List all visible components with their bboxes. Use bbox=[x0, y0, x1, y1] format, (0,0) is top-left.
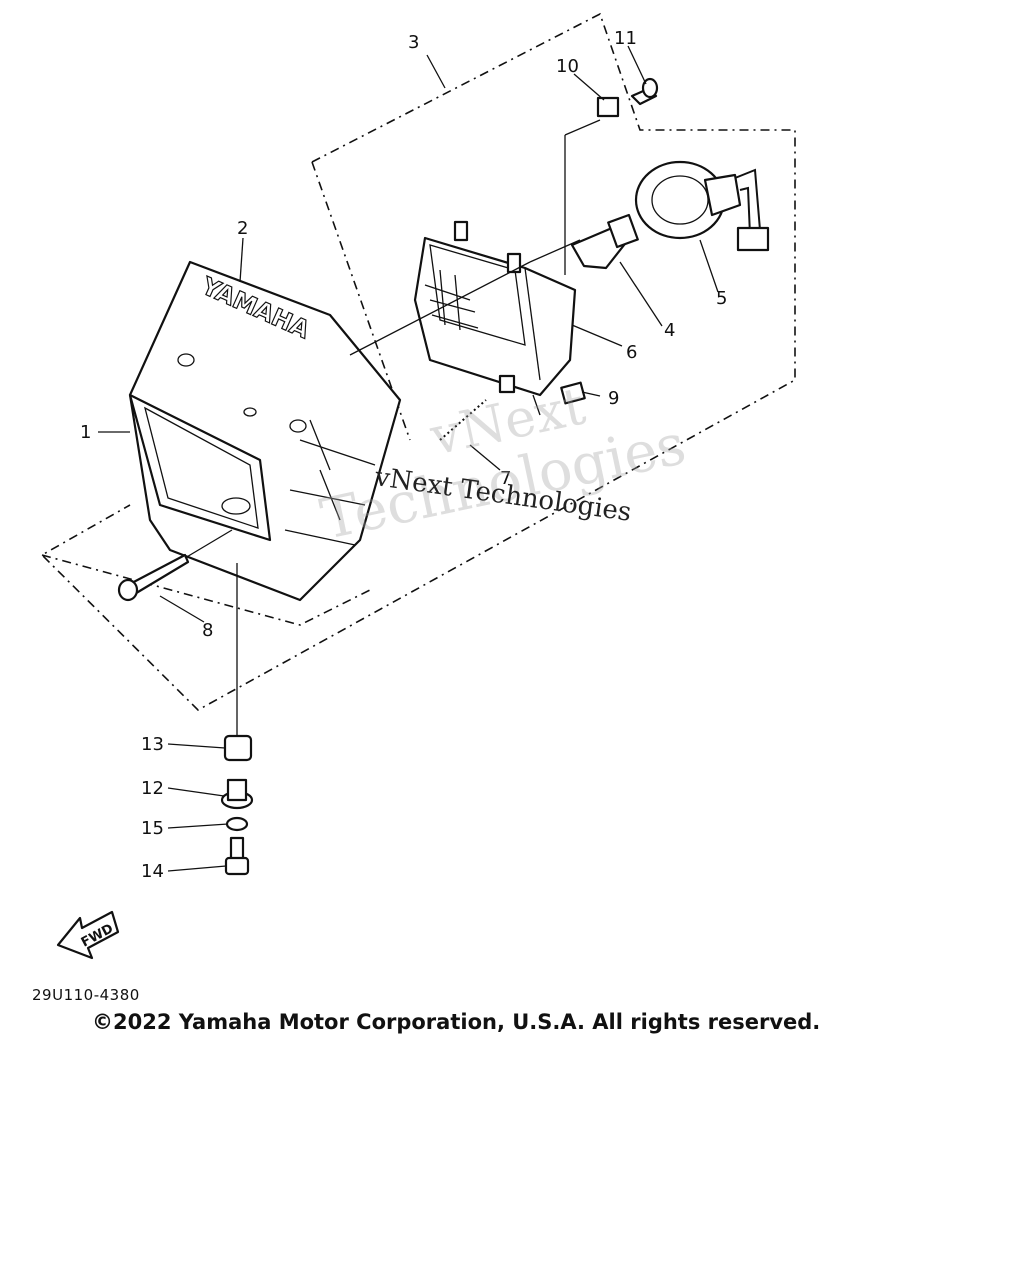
headlight-unit bbox=[413, 220, 577, 397]
callout-7: 7 bbox=[500, 468, 511, 489]
bolt-part-14 bbox=[224, 836, 250, 876]
callout-3: 3 bbox=[408, 32, 419, 53]
callout-5: 5 bbox=[716, 288, 727, 309]
callout-11: 11 bbox=[614, 28, 637, 49]
callout-1: 1 bbox=[80, 422, 91, 443]
washer-part-15 bbox=[225, 816, 249, 832]
screw-part-11 bbox=[630, 77, 659, 106]
grommet-part-13 bbox=[223, 734, 253, 762]
adjuster-spring bbox=[439, 399, 487, 441]
bulb-socket bbox=[634, 160, 770, 252]
headlight-cowl bbox=[128, 260, 402, 602]
clip-part-10 bbox=[596, 96, 620, 118]
callout-14: 14 bbox=[141, 861, 164, 882]
bulb bbox=[570, 213, 639, 270]
assembly-outline-lower bbox=[41, 554, 371, 626]
copyright-notice: ©2022 Yamaha Motor Corporation, U.S.A. A… bbox=[92, 1010, 821, 1034]
callout-12: 12 bbox=[141, 778, 164, 799]
callout-labels: 3 2 1 4 5 6 7 8 9 10 11 13 12 15 14 bbox=[80, 28, 727, 882]
assembly-lines bbox=[184, 119, 601, 736]
clip-part-9 bbox=[560, 381, 586, 405]
callout-10: 10 bbox=[556, 56, 579, 77]
callout-15: 15 bbox=[141, 818, 164, 839]
callout-6: 6 bbox=[626, 342, 637, 363]
collar-part-12 bbox=[220, 778, 254, 810]
bolt-part-8 bbox=[117, 553, 190, 602]
callout-2: 2 bbox=[237, 218, 248, 239]
callout-8: 8 bbox=[202, 620, 213, 641]
callout-13: 13 bbox=[141, 734, 164, 755]
leader-lines bbox=[98, 45, 719, 872]
drawing-code: 29U110-4380 bbox=[32, 986, 140, 1004]
callout-4: 4 bbox=[664, 320, 675, 341]
callout-9: 9 bbox=[608, 388, 619, 409]
fwd-arrow-icon: FWD bbox=[56, 910, 120, 960]
